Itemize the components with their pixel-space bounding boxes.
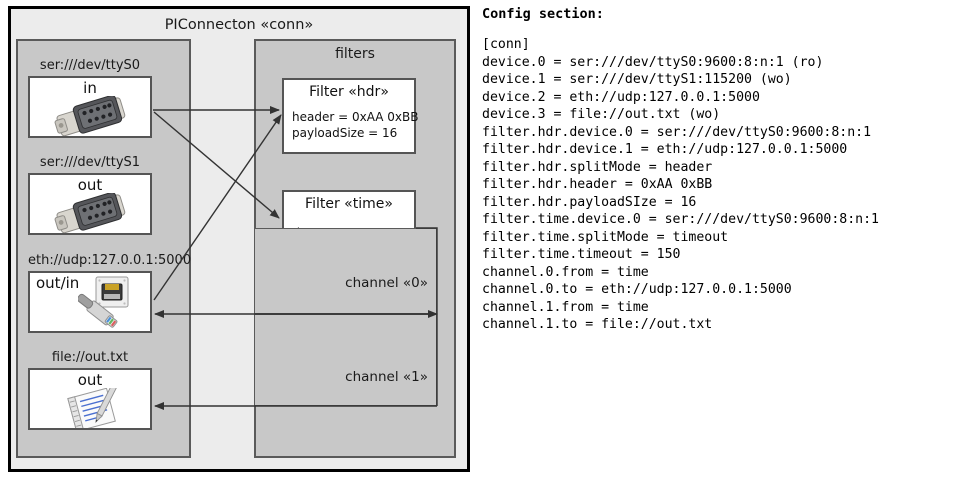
config-heading: Config section: bbox=[482, 6, 604, 22]
connector-edges bbox=[153, 106, 441, 410]
config-pane: Config section: [conn] device.0 = ser://… bbox=[482, 6, 960, 334]
edge-ttys0-to-time bbox=[153, 111, 280, 219]
channel-label: channel «0» bbox=[345, 275, 428, 291]
device-label: ser:///dev/ttyS1 bbox=[39, 155, 141, 170]
device-label: file://out.txt bbox=[51, 350, 129, 365]
device-label: eth://udp:127.0.0.1:5000 bbox=[28, 253, 192, 268]
filter-property: payloadSize = 16 bbox=[292, 126, 398, 140]
edge-time-rail bbox=[416, 227, 438, 406]
filter-card-hdr[interactable]: Filter «hdr» header = 0xAA 0xBB payloadS… bbox=[282, 78, 419, 154]
device-label: ser:///dev/ttyS0 bbox=[39, 58, 141, 73]
filter-property: header = 0xAA 0xBB bbox=[292, 110, 419, 124]
component-title: PIConnecton «conn» bbox=[164, 17, 314, 33]
config-code-block: [conn] device.0 = ser:///dev/ttyS0:9600:… bbox=[482, 37, 879, 332]
filters-group-title: filters bbox=[335, 46, 375, 62]
edge-eth-to-hdr bbox=[153, 114, 282, 301]
filter-title: Filter «time» bbox=[305, 196, 393, 212]
channel-box-1[interactable]: channel «1» bbox=[254, 314, 437, 406]
channel-label: channel «1» bbox=[345, 369, 428, 385]
filter-title: Filter «hdr» bbox=[309, 84, 389, 100]
